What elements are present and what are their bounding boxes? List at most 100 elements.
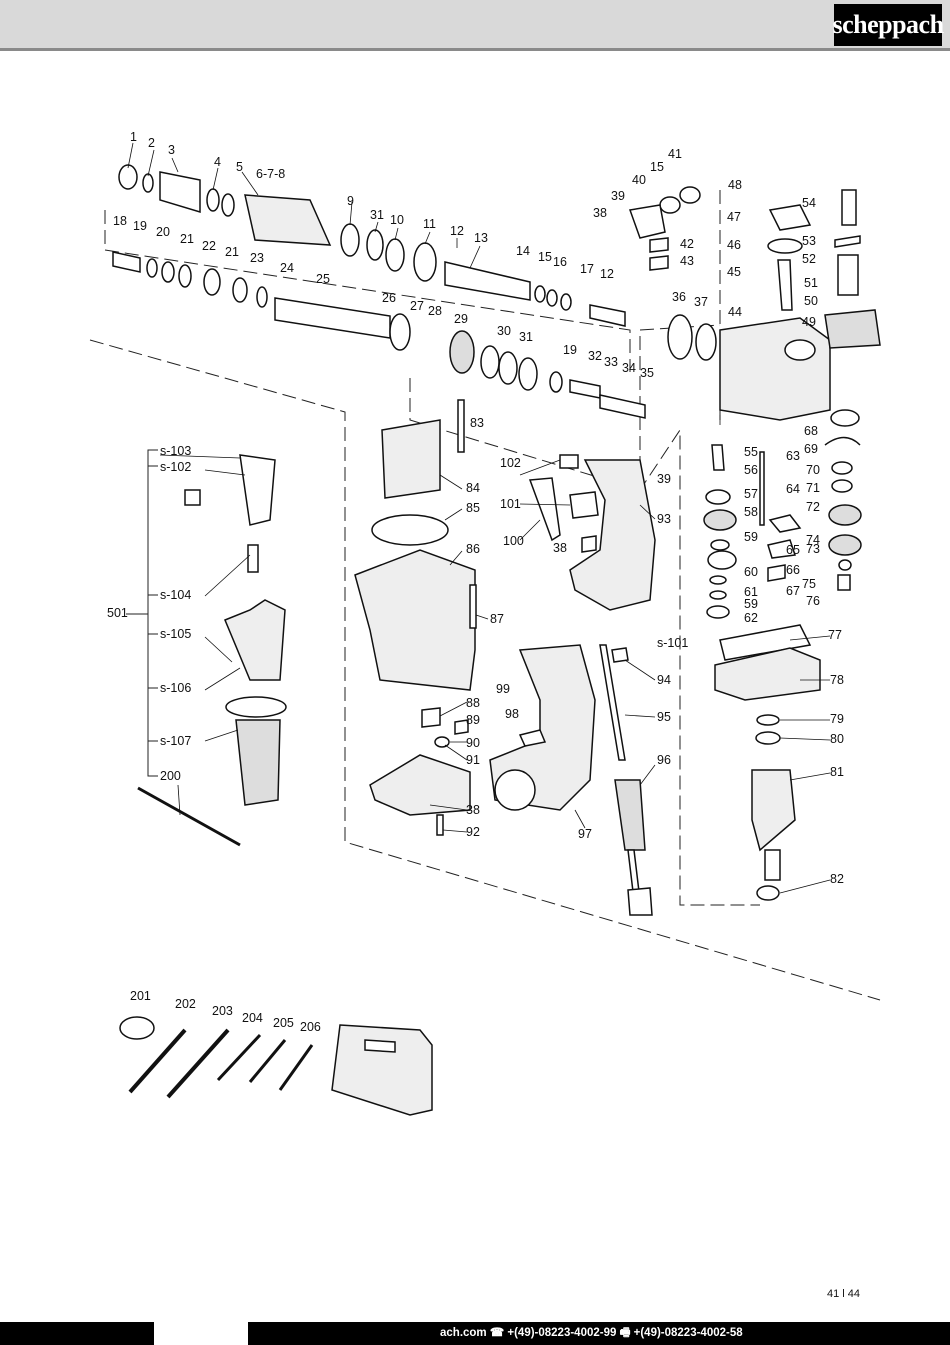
part-label: 99: [496, 682, 510, 696]
part-label: 54: [802, 196, 816, 210]
part-label: 206: [300, 1020, 321, 1034]
part-label: 96: [657, 753, 671, 767]
part-label: 15: [538, 250, 552, 264]
part-label: 52: [802, 252, 816, 266]
part-label: 90: [466, 736, 480, 750]
part-label: 42: [680, 237, 694, 251]
dashed-outline: [89, 190, 881, 1001]
part-label: 19: [563, 343, 577, 357]
part-label: 85: [466, 501, 480, 515]
part-label: 16: [553, 255, 567, 269]
part-label: 15: [650, 160, 664, 174]
part-label: 12: [600, 267, 614, 281]
assembly-label-501: 501: [107, 606, 128, 620]
footer-bar: [0, 1322, 950, 1345]
part-label: 26: [382, 291, 396, 305]
part-label: 1: [130, 130, 137, 144]
part-label: 91: [466, 753, 480, 767]
part-label: 200: [160, 769, 181, 783]
part-label: 43: [680, 254, 694, 268]
part-label: 47: [727, 210, 741, 224]
part-label: s-105: [160, 627, 191, 641]
assembly-bracket: [126, 449, 158, 777]
part-label: 19: [133, 219, 147, 233]
part-label: 61: [744, 585, 758, 599]
part-label: 36: [672, 290, 686, 304]
part-label: 202: [175, 997, 196, 1011]
part-label: 49: [802, 315, 816, 329]
part-label: 102: [500, 456, 521, 470]
part-label: 44: [728, 305, 742, 319]
part-label: s-104: [160, 588, 191, 602]
part-label: 22: [202, 239, 216, 253]
footer-contact: ach.com ☎ +(49)-08223-4002-99 🖷 +(49)-08…: [440, 1327, 743, 1339]
part-label: 32: [588, 349, 602, 363]
part-label: 79: [830, 712, 844, 726]
part-label: 41: [668, 147, 682, 161]
part-label: 56: [744, 463, 758, 477]
part-label: 25: [316, 272, 330, 286]
part-label: 62: [744, 611, 758, 625]
part-label: 12: [450, 224, 464, 238]
part-label: 57: [744, 487, 758, 501]
part-label: 27: [410, 299, 424, 313]
part-label: 6-7-8: [256, 167, 285, 181]
part-label: 23: [250, 251, 264, 265]
part-label: 3: [168, 143, 175, 157]
part-label: 87: [490, 612, 504, 626]
part-label: 70: [806, 463, 820, 477]
part-label: 74: [806, 533, 820, 547]
brand-logo: scheppach: [832, 4, 944, 46]
part-label: 39: [657, 472, 671, 486]
part-label: s-101: [657, 636, 688, 650]
part-label: 100: [503, 534, 524, 548]
part-label: 72: [806, 500, 820, 514]
part-label: 48: [728, 178, 742, 192]
page-number: 41 l 44: [827, 1288, 861, 1300]
part-label: 82: [830, 872, 844, 886]
part-drawings: [112, 164, 881, 1116]
part-label: 71: [806, 481, 820, 495]
part-label: s-103: [160, 444, 191, 458]
part-label: 38: [553, 541, 567, 555]
part-label: 89: [466, 713, 480, 727]
part-label: 30: [497, 324, 511, 338]
leader-lines: [127, 142, 831, 894]
part-label: 94: [657, 673, 671, 687]
part-label: s-107: [160, 734, 191, 748]
part-label: 64: [786, 482, 800, 496]
header-bar: [0, 0, 950, 51]
part-label: 37: [694, 295, 708, 309]
part-label: 66: [786, 563, 800, 577]
part-label: 205: [273, 1016, 294, 1030]
part-label: 21: [225, 245, 239, 259]
part-label: 5: [236, 160, 243, 174]
part-label: 53: [802, 234, 816, 248]
part-label: 63: [786, 449, 800, 463]
part-label: 4: [214, 155, 221, 169]
part-label: 76: [806, 594, 820, 608]
part-label: 95: [657, 710, 671, 724]
part-label: 73: [806, 542, 820, 556]
part-label: 31: [519, 330, 533, 344]
part-label: 59: [744, 530, 758, 544]
part-label: s-102: [160, 460, 191, 474]
part-label: 38: [593, 206, 607, 220]
part-label: 20: [156, 225, 170, 239]
part-label: 67: [786, 584, 800, 598]
part-label: 24: [280, 261, 294, 275]
part-label: 69: [804, 442, 818, 456]
part-label: 203: [212, 1004, 233, 1018]
part-label: 60: [744, 565, 758, 579]
part-label: 101: [500, 497, 521, 511]
part-label: 31: [370, 208, 384, 222]
part-label: 39: [611, 189, 625, 203]
part-label: 28: [428, 304, 442, 318]
part-label: 55: [744, 445, 758, 459]
part-label: 59: [744, 597, 758, 611]
part-label: 204: [242, 1011, 263, 1025]
part-label: 88: [466, 696, 480, 710]
part-label: s-106: [160, 681, 191, 695]
part-label: 92: [466, 825, 480, 839]
